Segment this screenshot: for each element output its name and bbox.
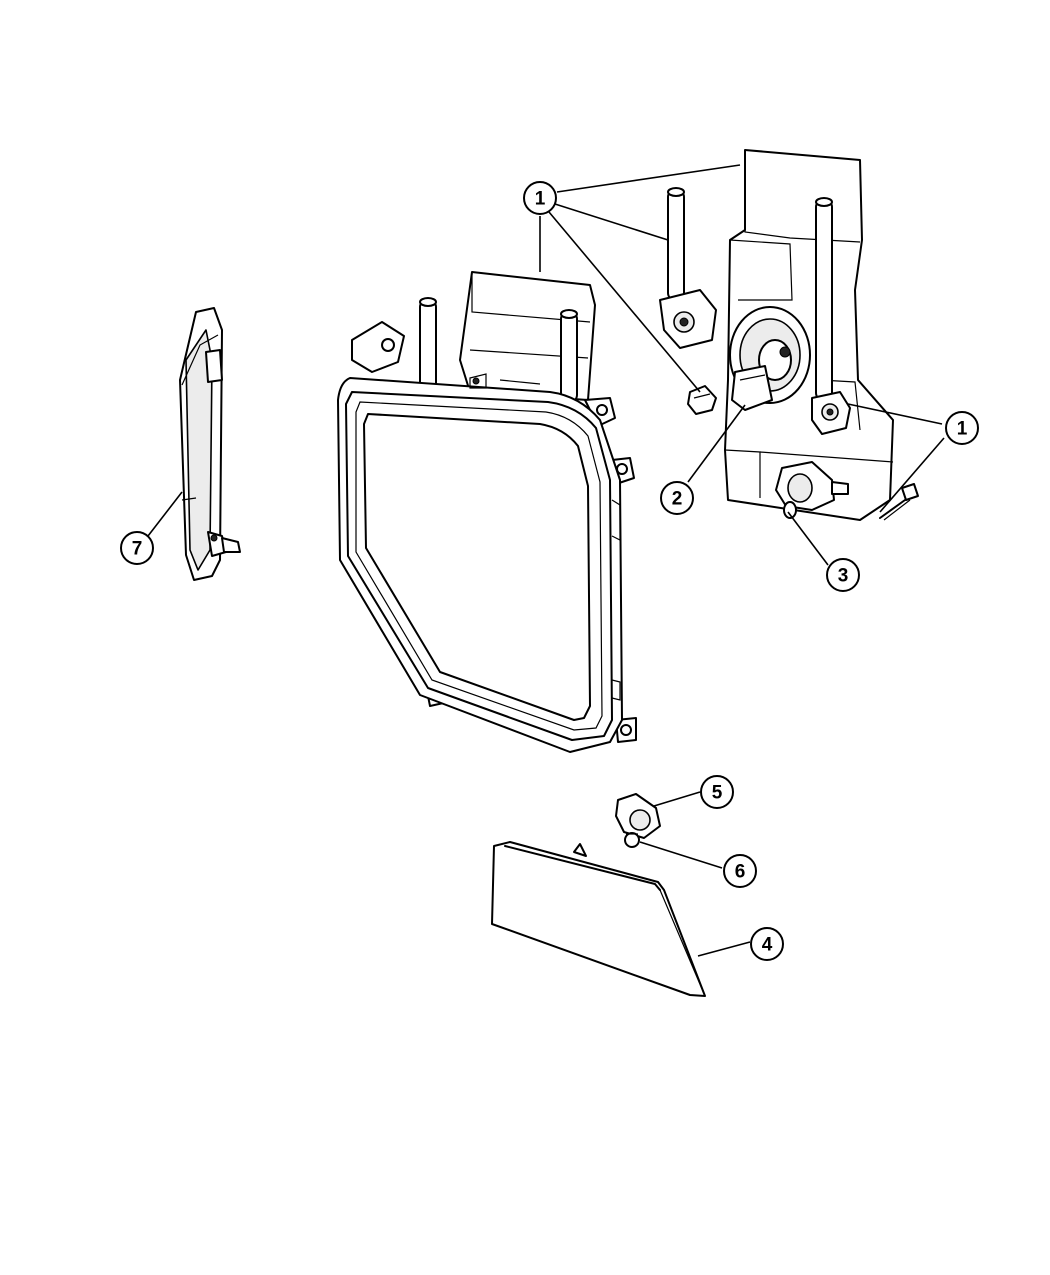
callout-label: 3	[838, 566, 849, 587]
retaining-clip-small	[687, 385, 717, 415]
callout-label: 1	[535, 189, 546, 210]
leveling-motor-right	[811, 391, 851, 435]
rear-adjuster-post-right	[815, 197, 833, 401]
leveling-motor-upper	[659, 187, 717, 349]
callout-label: 7	[132, 539, 143, 560]
callout-label: 4	[762, 935, 773, 956]
headlamp-assembly	[337, 321, 637, 753]
callout-1-upper: 1	[523, 181, 557, 215]
callout-label: 2	[672, 489, 683, 510]
callout-7: 7	[120, 531, 154, 565]
callout-4: 4	[750, 927, 784, 961]
front-mounting-housing	[419, 271, 596, 403]
leader-lines	[147, 164, 945, 957]
headlamp-bulb-socket	[729, 306, 811, 411]
callout-label: 5	[712, 783, 723, 804]
callout-3: 3	[826, 558, 860, 592]
callout-1-right: 1	[945, 411, 979, 445]
callout-2: 2	[660, 481, 694, 515]
fog-lamp-socket	[615, 793, 661, 839]
wiring-pigtail	[879, 483, 919, 521]
callout-5: 5	[700, 775, 734, 809]
callout-label: 6	[735, 862, 746, 883]
fog-lamp	[491, 841, 706, 997]
callout-label: 1	[957, 419, 968, 440]
side-marker-lamp	[179, 307, 241, 581]
callout-6: 6	[723, 854, 757, 888]
park-turn-bulb-socket	[775, 461, 849, 519]
fog-lamp-bulb	[624, 832, 640, 848]
rear-mounting-housing	[724, 149, 894, 521]
